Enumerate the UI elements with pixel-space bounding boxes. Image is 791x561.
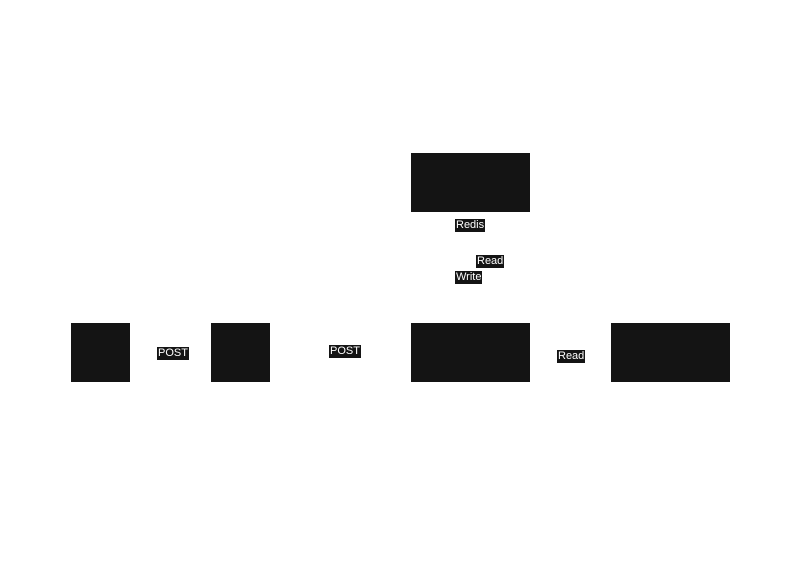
- client-post-edge-label: POST: [157, 347, 189, 360]
- redis-write-edge-label: Write: [455, 271, 483, 284]
- store-node: [611, 323, 730, 382]
- redis-node: [411, 153, 530, 212]
- store-read-edge-label: Read: [557, 350, 586, 363]
- proxy-post-edge-label: POST: [329, 345, 361, 358]
- redis-read-edge-label: Read: [476, 255, 505, 268]
- proxy-node: [211, 323, 270, 382]
- redis-label: Redis: [455, 219, 486, 232]
- server-node: [411, 323, 530, 382]
- client-node: [71, 323, 130, 382]
